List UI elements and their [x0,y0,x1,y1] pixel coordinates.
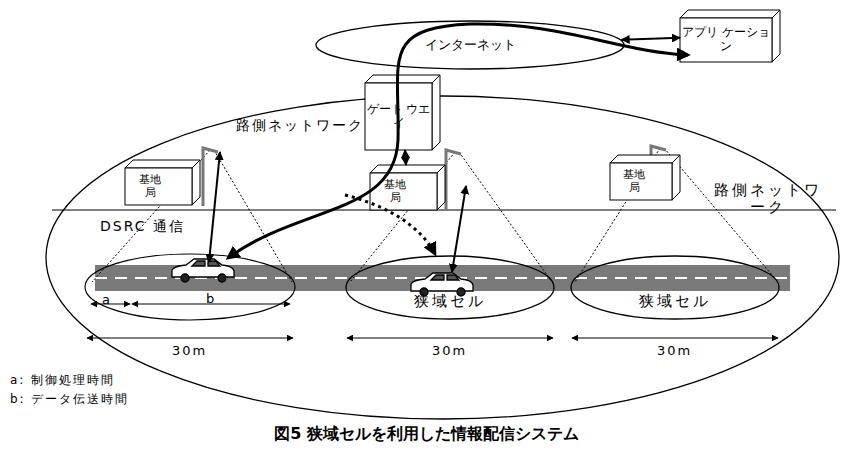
box-side [672,155,680,200]
node-text: 狭域セル [414,293,486,310]
dimension-label: 30m [172,343,207,358]
base-station-box: 基地局 [610,155,680,200]
coverage-lines [92,148,778,282]
narrow-cell-ellipse: 狭域セル [570,255,780,320]
dsrc-link-arrow [209,152,220,262]
application-box: アプリ ケーション [680,10,780,62]
legend-note: b: データ伝送時間 [10,391,129,408]
node-text: 基地局 [136,174,164,199]
pole-symbol [203,146,666,210]
ellipse-outline [571,256,779,319]
box-side [192,160,200,205]
dotted-flow-arrow [345,195,435,254]
network-label: 路側ネットワーク [236,117,364,135]
box-top [370,165,445,173]
ellipse-outline [316,21,624,69]
base-station-box-outline [370,165,445,210]
internet-ellipse: インターネット [315,20,625,70]
legend-note: a: 制御処理時間 [10,372,115,389]
base-station-box: 基地局 [370,165,445,210]
gateway-box: ゲート ウエイ [365,75,440,150]
ellipse-outline [46,96,839,419]
node-text: 路側ネットワーク [713,182,823,217]
box-side [437,165,445,210]
base-station-box-outline [125,160,200,205]
car-symbol [172,259,234,282]
dsrc-link-arrow [452,186,466,272]
figure-caption: 図5 狭域セルを利用した情報配信システム [0,424,853,445]
box-front [610,163,672,200]
dimension-label: 30m [657,343,692,358]
box-top [680,10,780,18]
narrow-cell-ellipse: 狭域セル [345,255,555,320]
roadside-network-ellipse-outline [45,95,840,420]
base-station-box: 基地局 [125,160,200,205]
node-text: アプリ ケーション [680,26,772,54]
dimension-label: b [206,291,214,306]
roadside-network-ellipse: 路側ネットワーク基地局基地局基地局狭域セル狭域セル [45,95,840,420]
divider-line [52,210,836,211]
box-front [680,18,772,62]
dimension-label: a [102,292,110,307]
box-side [432,75,440,150]
box-side [772,10,780,62]
link-arrow [405,150,406,165]
box-top [610,155,680,163]
node-text: 基地局 [381,179,409,204]
dimension-label: 30m [432,343,467,358]
node-text: 狭域セル [639,293,711,310]
box-front [370,173,437,210]
node-text: インターネット [425,38,516,53]
dsrc-label: DSRC 通信 [100,218,185,236]
data-flow-arrow [228,24,688,258]
node-text: 基地局 [620,169,648,194]
cell-ellipse [85,254,295,320]
box-front [125,168,192,205]
box-top [365,75,440,83]
ellipse-outline [346,256,554,319]
link-arrow [622,38,680,40]
box-top [125,160,200,168]
